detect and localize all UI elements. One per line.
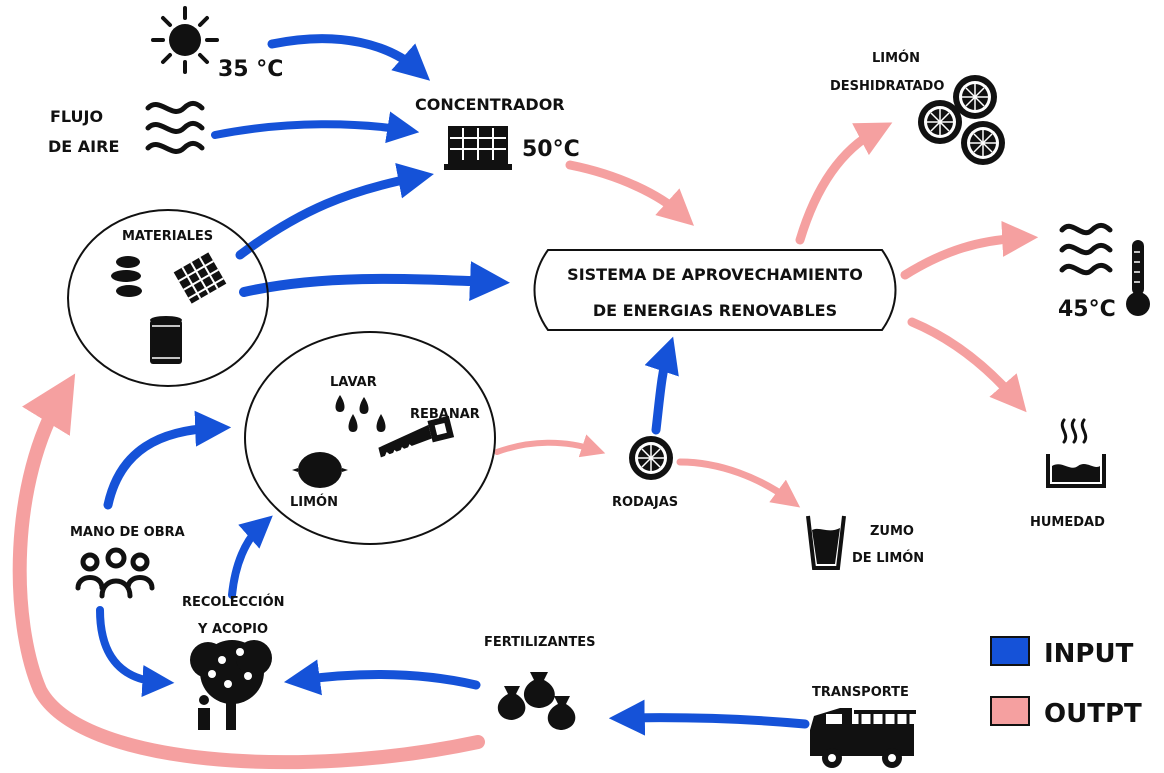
airflow-label-line2: DE AIRE: [48, 137, 119, 156]
arrow-materials-to-concentrator: [235, 163, 434, 260]
dried-lemon-label-line2: DESHIDRATADO: [830, 79, 944, 94]
legend-input-swatch: [990, 636, 1030, 666]
people-icon: [75, 547, 155, 599]
drops-icon: [335, 395, 386, 432]
arrow-system-to-humidity: [907, 317, 1027, 413]
juice-label-line1: ZUMO: [870, 524, 914, 539]
legend-input-label: INPUT: [1044, 639, 1134, 669]
arrow-labor-to-harvest: [96, 606, 175, 697]
arrow-materials-to-system: [239, 261, 510, 302]
legend: INPUT OUTPT: [990, 636, 1142, 729]
arrow-slice-to-slices: [494, 434, 606, 458]
fertilizers-label: FERTILIZANTES: [484, 635, 596, 650]
arrow-labor-to-wash: [103, 410, 232, 510]
labor-label: MANO DE OBRA: [70, 525, 185, 540]
materials-circle: [67, 209, 269, 387]
arrow-system-to-heat: [900, 220, 1039, 280]
airflow-label-line1: FLUJO: [50, 107, 103, 126]
arrow-system-to-dried-lemon: [795, 122, 893, 245]
humidity-icon: [1046, 418, 1106, 488]
arrow-harvest-to-lemon: [228, 515, 273, 599]
output-arrows: [12, 122, 1039, 770]
slices-label: RODAJAS: [612, 495, 678, 510]
arrow-slices-to-system: [644, 336, 679, 435]
thermometer-icon: [1126, 240, 1150, 316]
concentrator-temp-label: 50°C: [522, 137, 580, 162]
wash-label: LAVAR: [330, 375, 377, 390]
sun-icon: [151, 6, 219, 74]
sun-temp-label: 35 °C: [218, 57, 283, 82]
arrow-fertilizers-to-harvest: [283, 659, 481, 696]
arrow-loop-to-materials: [12, 373, 485, 770]
can-icon: [150, 316, 182, 364]
arrow-concentrator-to-system: [565, 160, 694, 226]
humidity-label: HUMEDAD: [1030, 515, 1105, 530]
arrow-slices-to-juice: [676, 458, 801, 508]
saw-icon: [378, 415, 455, 458]
dried-lemon-icon: [918, 75, 1005, 165]
arrow-air-to-concentrator: [211, 111, 420, 144]
heat-temp-label: 45°C: [1058, 297, 1116, 322]
stones-icon: [111, 256, 142, 297]
legend-output-swatch: [990, 696, 1030, 726]
system-label-line1: SISTEMA DE APROVECHAMIENTO: [567, 265, 863, 284]
glass-icon: [806, 515, 846, 570]
slice-label: REBANAR: [410, 407, 480, 422]
tree-icon: [190, 640, 272, 730]
system-box: [533, 249, 897, 331]
juice-label-line2: DE LIMÓN: [852, 550, 924, 566]
sacks-icon: [497, 672, 576, 730]
lemon-slice-icon: [629, 436, 673, 480]
wind-heat-icon: [1059, 222, 1113, 276]
materials-label: MATERIALES: [122, 229, 213, 244]
processing-circle: [244, 331, 496, 545]
arrow-transport-to-fertilizers: [608, 699, 810, 736]
dried-lemon-label-line1: LIMÓN: [872, 50, 920, 66]
input-arrows: [96, 34, 810, 736]
truck-icon: [810, 708, 916, 768]
arrow-sun-to-concentrator: [267, 34, 431, 81]
lemon-label: LIMÓN: [290, 494, 338, 510]
concentrator-label: CONCENTRADOR: [415, 95, 565, 114]
lemon-icon: [292, 452, 348, 488]
mesh-icon: [173, 252, 227, 304]
system-label-line2: DE ENERGIAS RENOVABLES: [593, 301, 837, 320]
legend-output-label: OUTPT: [1044, 699, 1142, 729]
wind-icon: [145, 100, 205, 154]
harvest-label-line2: Y ACOPIO: [197, 622, 268, 637]
harvest-label-line1: RECOLECCIÓN: [182, 594, 285, 610]
solar-panel-icon: [444, 126, 512, 170]
transport-label: TRANSPORTE: [812, 685, 909, 700]
